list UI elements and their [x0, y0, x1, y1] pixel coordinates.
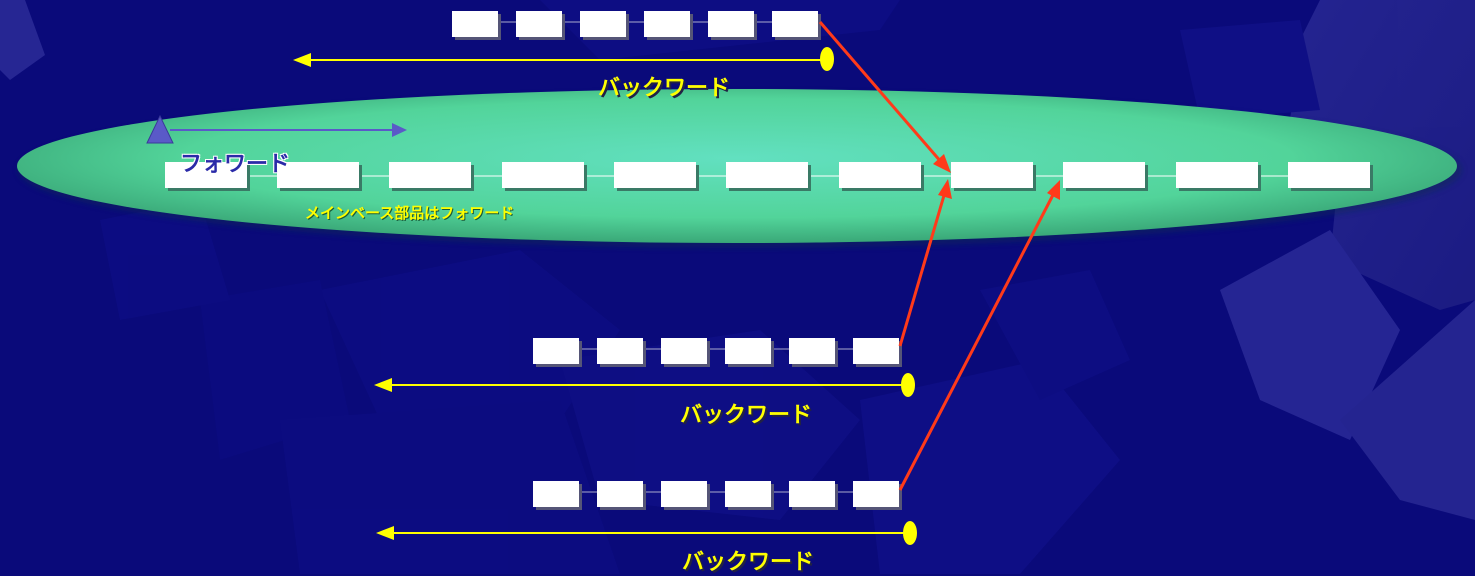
backward-chain-bottom [533, 481, 902, 510]
link-arrows [818, 21, 1060, 491]
backward-label-bottom: バックワード [682, 550, 815, 575]
backward-arrow-middle [374, 373, 915, 397]
backward-chain-top [452, 11, 821, 40]
backward-arrow-bottom [376, 521, 917, 545]
backward-chain-middle [533, 338, 902, 367]
backward-arrow-top [293, 47, 834, 71]
backward-label-middle: バックワード [680, 403, 813, 428]
forward-arrow [146, 114, 407, 144]
backward-label-top: バックワード [598, 76, 731, 101]
main-base-note: メインベース部品はフォワード [305, 204, 515, 222]
forward-label: フォワード [180, 152, 291, 177]
main-chain [165, 162, 1373, 191]
